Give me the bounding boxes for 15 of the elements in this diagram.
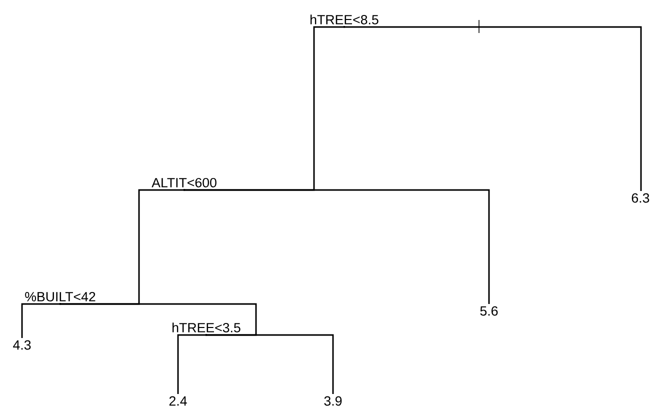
leaf-value: 2.4 [169, 396, 187, 406]
leaf-value: 3.9 [324, 396, 342, 406]
tree-branch [21, 302, 61, 338]
tree-branch [60, 302, 257, 336]
split-label: hTREE<3.5 [172, 322, 240, 332]
leaf-value: 5.6 [480, 306, 498, 316]
leaf-value: 4.3 [13, 340, 31, 350]
split-label: %BUILT<42 [25, 292, 96, 302]
tree-branch [206, 333, 334, 394]
tree-branch [177, 334, 207, 394]
split-label: ALTIT<600 [152, 178, 216, 188]
split-label: hTREE<8.5 [310, 14, 378, 24]
tree-branch [344, 25, 642, 191]
tree-branch [184, 188, 490, 304]
leaf-value: 6.3 [632, 193, 650, 203]
